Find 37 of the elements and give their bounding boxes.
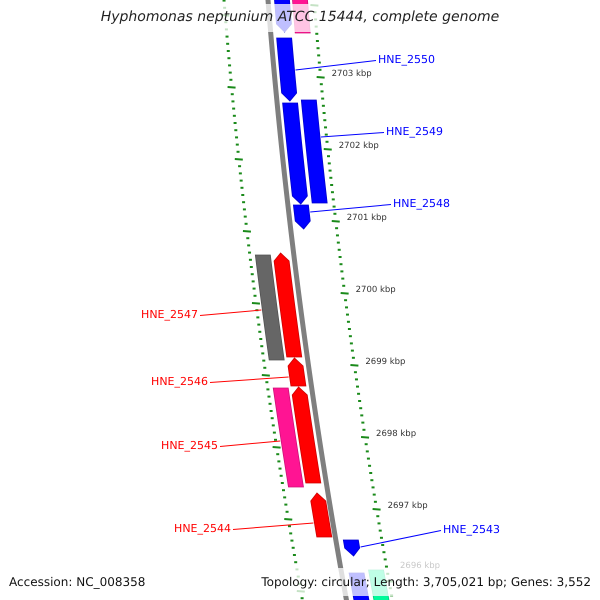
scale-label: 2699 kbp [365, 358, 406, 366]
gene-feature [272, 388, 304, 488]
gene-label: HNE_2547 [141, 309, 198, 320]
accession-text: Accession: NC_008358 [9, 576, 146, 588]
gene-feature [342, 540, 360, 557]
leader-line [360, 530, 442, 548]
gene-label: HNE_2550 [378, 54, 435, 65]
gene-label: HNE_2544 [174, 523, 231, 534]
scale-label: 2702 kbp [338, 142, 379, 150]
gene-feature [276, 38, 298, 102]
leader-line [210, 376, 290, 383]
gene-label: HNE_2546 [151, 376, 208, 387]
leader-line [295, 60, 376, 70]
gene-feature [310, 492, 332, 538]
gene-feature [292, 386, 322, 484]
gene-label: HNE_2545 [161, 440, 218, 451]
leader-line [320, 132, 384, 138]
gene-feature [292, 204, 311, 230]
leader-line [310, 204, 392, 212]
leader-line [200, 310, 262, 316]
gene-feature [282, 102, 308, 205]
scale-label: 2701 kbp [346, 214, 387, 222]
genome-summary: Topology: circular; Length: 3,705,021 bp; Genes: 3,552 [261, 576, 591, 588]
gene-feature [274, 252, 302, 358]
leader-line [220, 440, 281, 447]
gene-label: HNE_2543 [443, 524, 500, 535]
gene-feature [254, 254, 285, 360]
title: Hyphomonas neptunium ATCC 15444, complete genome [100, 10, 500, 24]
gene-feature [300, 100, 328, 204]
scale-label: 2698 kbp [376, 430, 416, 438]
scale-label: 2700 kbp [356, 286, 396, 294]
scale-label: 2697 kbp [388, 502, 428, 510]
gene-feature [288, 357, 306, 386]
leader-line [232, 522, 314, 530]
scale-label: 2703 kbp [332, 70, 372, 78]
gene-label: HNE_2548 [393, 198, 450, 209]
gene-label: HNE_2549 [386, 126, 443, 137]
